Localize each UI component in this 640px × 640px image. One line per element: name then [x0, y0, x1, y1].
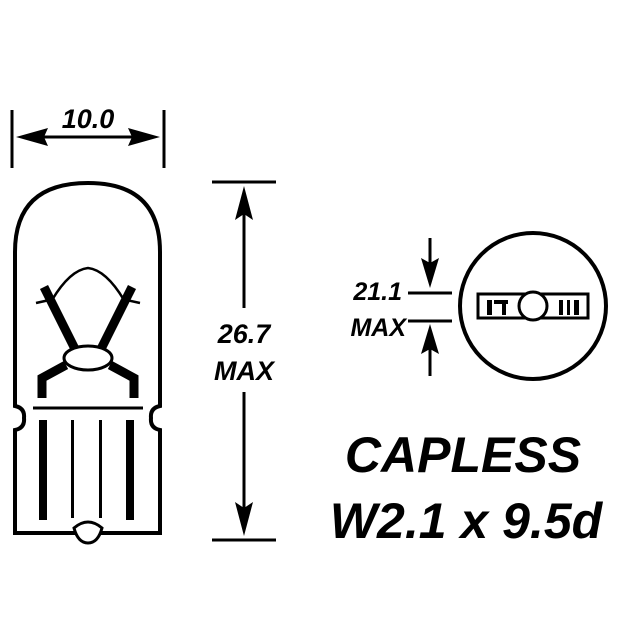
width-value: 10.0	[62, 104, 115, 134]
height-qualifier: MAX	[214, 356, 276, 386]
bulb-side-view	[13, 180, 162, 545]
arrow-left-icon	[16, 128, 48, 146]
height-value: 26.7	[217, 319, 273, 349]
arrow-up-icon	[421, 324, 439, 354]
caption-line1: CAPLESS	[345, 427, 581, 483]
arrow-down-icon	[235, 502, 253, 536]
thickness-dimension: 21.1 MAX	[350, 238, 452, 376]
arrow-down-icon	[421, 258, 439, 288]
width-dimension: 10.0	[10, 104, 166, 168]
arrow-right-icon	[128, 128, 160, 146]
caption: CAPLESS W2.1 x 9.5d	[330, 427, 604, 549]
height-dimension: 26.7 MAX	[212, 180, 276, 542]
caption-line2: W2.1 x 9.5d	[330, 493, 604, 549]
bulb-end-view	[458, 231, 608, 381]
arrow-up-icon	[235, 186, 253, 220]
thickness-qualifier: MAX	[350, 314, 407, 342]
thickness-value: 21.1	[352, 278, 402, 306]
